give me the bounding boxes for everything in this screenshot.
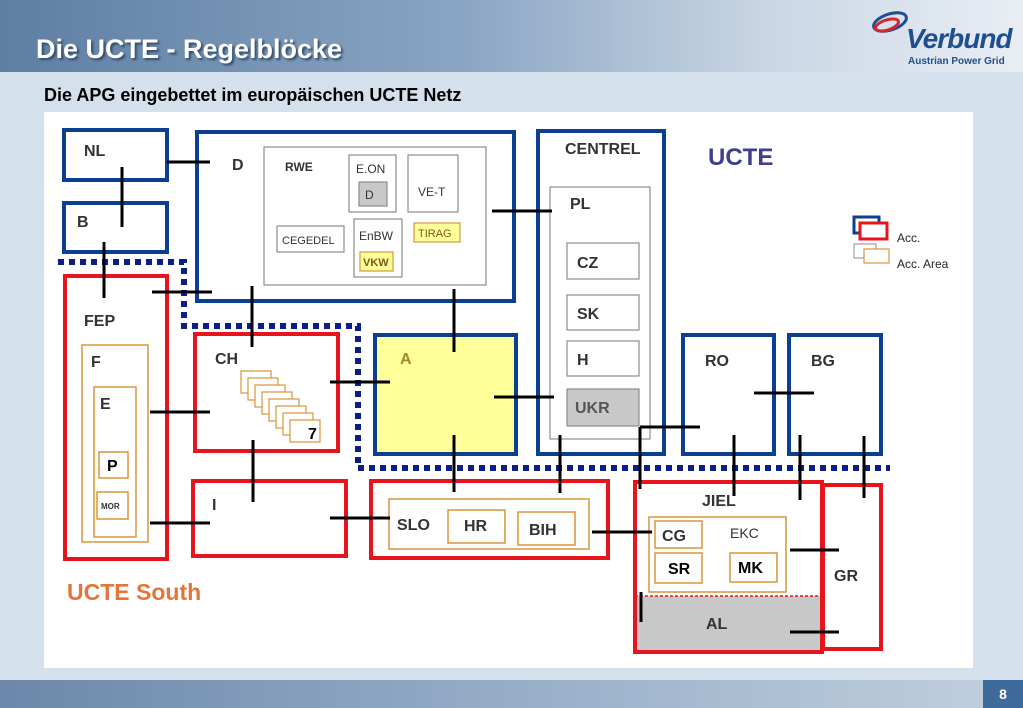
- mor-box: [96, 491, 129, 520]
- footer-bar: 8: [0, 680, 1023, 708]
- hr-label: HR: [464, 518, 488, 535]
- ch-stacked-areas: [240, 370, 321, 443]
- centrel-block: [536, 129, 666, 456]
- bih-box: [517, 511, 576, 546]
- eon-d-box: [358, 181, 388, 207]
- ukr-label: UKR: [575, 400, 610, 417]
- h-label: H: [577, 352, 589, 369]
- cg-box: [654, 520, 703, 549]
- ucte-south-label: UCTE South: [67, 579, 201, 605]
- f-label: F: [91, 354, 101, 371]
- legend-acc-label: Acc.: [897, 231, 920, 245]
- ekc-area: [648, 516, 787, 593]
- al-label: AL: [706, 616, 728, 633]
- eon-d-label: D: [365, 188, 374, 202]
- al-area: [634, 595, 823, 653]
- page-number: 8: [983, 680, 1023, 708]
- vet-label: VE-T: [418, 185, 446, 199]
- header-bar: Die UCTE - Regelblöcke Verbund Austrian …: [0, 0, 1023, 72]
- cg-label: CG: [662, 528, 686, 545]
- p-box: [98, 451, 129, 479]
- fep-label: FEP: [84, 313, 115, 330]
- slo-area: [388, 498, 590, 550]
- slide-subtitle: Die APG eingebettet im europäischen UCTE…: [44, 85, 462, 105]
- b-block: [62, 201, 169, 254]
- legend-area-orange-swatch: [863, 248, 890, 264]
- verbund-swirl-icon: [872, 11, 908, 33]
- bg-label: BG: [811, 353, 835, 370]
- logo-tagline: Austrian Power Grid: [908, 56, 1005, 67]
- a-block: [373, 333, 518, 456]
- ucte-boundary-line: [58, 259, 890, 471]
- gr-block: [821, 483, 883, 651]
- hr-box: [447, 509, 506, 544]
- ro-label: RO: [705, 353, 729, 370]
- ch-label: CH: [215, 351, 238, 368]
- sr-box: [654, 552, 703, 584]
- i-label: I: [212, 497, 216, 514]
- slo-label: SLO: [397, 517, 430, 534]
- legend-acc-red-swatch: [858, 221, 889, 241]
- diagram-panel: NL B D RWE CENTREL PL CZ SK H FEP F E P …: [44, 112, 973, 668]
- slide-title: Die UCTE - Regelblöcke: [36, 34, 343, 64]
- ucte-label: UCTE: [708, 144, 773, 171]
- ekc-label: EKC: [730, 525, 759, 541]
- nl-label: NL: [84, 143, 106, 160]
- rwe-label: RWE: [285, 160, 313, 174]
- interconnection-lines: [102, 160, 866, 634]
- d-label: D: [232, 157, 244, 174]
- bih-label: BIH: [529, 522, 557, 539]
- verbund-logo: Verbund Austrian Power Grid: [864, 6, 1014, 70]
- sr-label: SR: [668, 561, 691, 578]
- i-block: [191, 479, 348, 558]
- e-label: E: [100, 396, 111, 413]
- nl-block: [62, 128, 169, 182]
- cz-box: [566, 242, 640, 280]
- gr-label: GR: [834, 568, 858, 585]
- mk-label: MK: [738, 560, 763, 577]
- jiel-label: JIEL: [702, 493, 736, 510]
- e-area: [93, 386, 137, 538]
- enbw-label: EnBW: [359, 229, 394, 243]
- vet-box: [407, 154, 459, 213]
- centrel-label: CENTREL: [565, 141, 641, 158]
- cz-label: CZ: [577, 255, 599, 272]
- vkw-box: [359, 251, 394, 272]
- legend-acc-area-label: Acc. Area: [897, 257, 949, 271]
- fep-block: [63, 274, 169, 561]
- tirag-box: [413, 222, 461, 243]
- ukr-box: [566, 388, 640, 427]
- ucte-diagram: NL B D RWE CENTREL PL CZ SK H FEP F E P …: [58, 128, 949, 654]
- h-box: [566, 340, 640, 377]
- f-area: [81, 344, 149, 543]
- d-block: [195, 130, 516, 303]
- cegedel-label: CEGEDEL: [282, 235, 335, 247]
- p-label: P: [107, 458, 118, 475]
- legend: [852, 215, 890, 264]
- eon-label: E.ON: [356, 162, 385, 176]
- tirag-label: TIRAG: [418, 228, 452, 240]
- pl-label: PL: [570, 196, 591, 213]
- b-label: B: [77, 214, 89, 231]
- sk-label: SK: [577, 306, 600, 323]
- mor-label: MOR: [101, 502, 120, 511]
- mk-box: [729, 552, 778, 583]
- a-label: A: [400, 351, 412, 368]
- ch-count-label: 7: [308, 426, 317, 443]
- logo-name: Verbund: [906, 23, 1013, 54]
- ch-block: [193, 332, 340, 453]
- cegedel-box: [276, 225, 345, 253]
- sk-box: [566, 294, 640, 331]
- vkw-label: VKW: [363, 257, 389, 269]
